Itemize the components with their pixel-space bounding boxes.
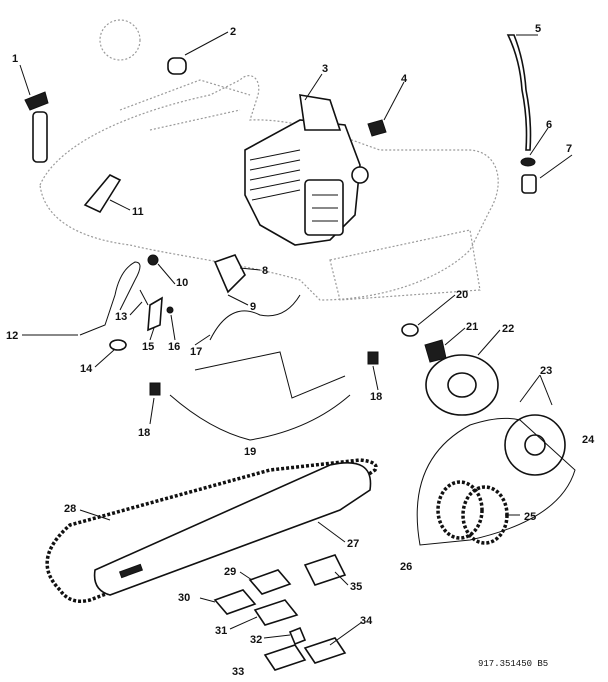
part-11-grip <box>83 174 122 214</box>
part-1-primer <box>24 91 49 163</box>
part-13-spring <box>139 289 149 306</box>
callout-34: 34 <box>360 615 373 627</box>
callout-6: 6 <box>546 119 552 131</box>
callout-labels: 1 2 3 4 5 6 7 8 9 10 11 12 13 14 15 16 1… <box>6 23 595 678</box>
part-20-washer <box>401 323 419 337</box>
callout-33: 33 <box>232 666 244 678</box>
callout-24: 24 <box>582 434 595 446</box>
part-19-oil-line <box>194 351 346 399</box>
callout-30: 30 <box>178 592 190 604</box>
callout-27: 27 <box>347 538 359 550</box>
part-8-bracket <box>213 254 246 294</box>
part-29-link <box>248 569 292 595</box>
part-14-knob <box>109 339 127 351</box>
part-26-group-bracket <box>416 417 576 546</box>
part-12-rod <box>79 261 141 336</box>
callout-15: 15 <box>142 341 154 353</box>
callout-17: 17 <box>190 346 202 358</box>
part-16-nut <box>166 306 174 314</box>
part-28-saw-chain <box>45 458 378 603</box>
callout-4: 4 <box>401 73 408 85</box>
drawing-code: 917.351450 B5 <box>478 659 548 669</box>
part-25-springs <box>436 480 509 545</box>
callout-18a: 18 <box>138 427 150 439</box>
callout-25: 25 <box>524 511 536 523</box>
callout-32: 32 <box>250 634 262 646</box>
part-22-clutch-drum <box>425 354 499 416</box>
callout-21: 21 <box>466 321 478 333</box>
callout-1: 1 <box>12 53 18 65</box>
part-30-link <box>213 589 257 615</box>
part-32-rivet <box>288 626 307 646</box>
callout-31: 31 <box>215 625 227 637</box>
part-35-tag <box>303 554 347 586</box>
callout-10: 10 <box>176 277 188 289</box>
callout-20: 20 <box>456 289 468 301</box>
callout-8: 8 <box>262 265 268 277</box>
callout-26: 26 <box>400 561 412 573</box>
leader-lines <box>19 31 573 646</box>
part-31-link <box>253 599 299 626</box>
callout-28: 28 <box>64 503 76 515</box>
callout-29: 29 <box>224 566 236 578</box>
callout-2: 2 <box>230 26 236 38</box>
housing-outline <box>39 19 499 301</box>
part-5-fuel-line <box>506 34 532 151</box>
callout-14: 14 <box>80 363 93 375</box>
callout-22: 22 <box>502 323 514 335</box>
part-34-cutter <box>303 637 347 664</box>
callout-5: 5 <box>535 23 541 35</box>
callout-16: 16 <box>168 341 180 353</box>
part-10-nut <box>147 254 159 266</box>
callout-35: 35 <box>350 581 362 593</box>
part-33-cutter <box>263 644 307 671</box>
callout-18b: 18 <box>370 391 382 403</box>
part-7-filter <box>521 174 537 194</box>
callout-7: 7 <box>566 143 572 155</box>
callout-12: 12 <box>6 330 18 342</box>
callout-9: 9 <box>250 301 256 313</box>
part-27-guide-bar <box>93 461 372 596</box>
part-4-screw <box>367 119 387 137</box>
part-24-clutch <box>504 414 566 476</box>
callout-19: 19 <box>244 446 256 458</box>
callout-3: 3 <box>322 63 328 75</box>
callout-13: 13 <box>115 311 127 323</box>
part-6-washer <box>520 157 536 167</box>
callout-11: 11 <box>132 206 144 218</box>
part-18-fitting <box>149 351 379 396</box>
part-15-lever <box>147 296 163 332</box>
part-2-grommet <box>167 57 187 75</box>
part-17-wire <box>209 294 301 341</box>
callout-23: 23 <box>540 365 552 377</box>
engine-assembly <box>244 94 369 246</box>
